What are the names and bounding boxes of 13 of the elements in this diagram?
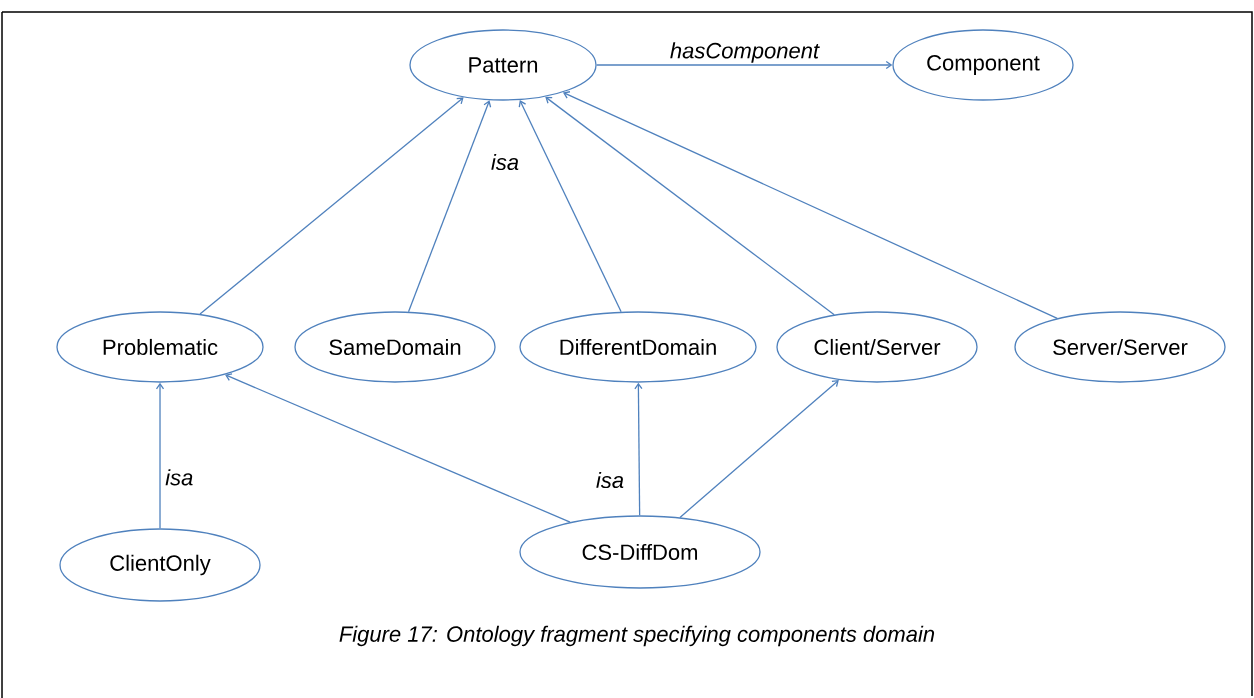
arrow — [545, 96, 835, 316]
edge-label: isa — [165, 469, 193, 486]
arrow — [562, 91, 1058, 319]
arrow — [679, 379, 839, 519]
arrow — [225, 373, 571, 523]
arrow — [634, 382, 643, 516]
caption: Figure 17: Ontology fragment specifying components domain — [339, 625, 935, 647]
arrow — [596, 60, 893, 70]
arrow — [518, 100, 622, 313]
edge-label: hasComponent — [670, 42, 820, 63]
arrow — [155, 382, 165, 529]
arrow — [199, 97, 464, 315]
arrow — [407, 100, 492, 313]
